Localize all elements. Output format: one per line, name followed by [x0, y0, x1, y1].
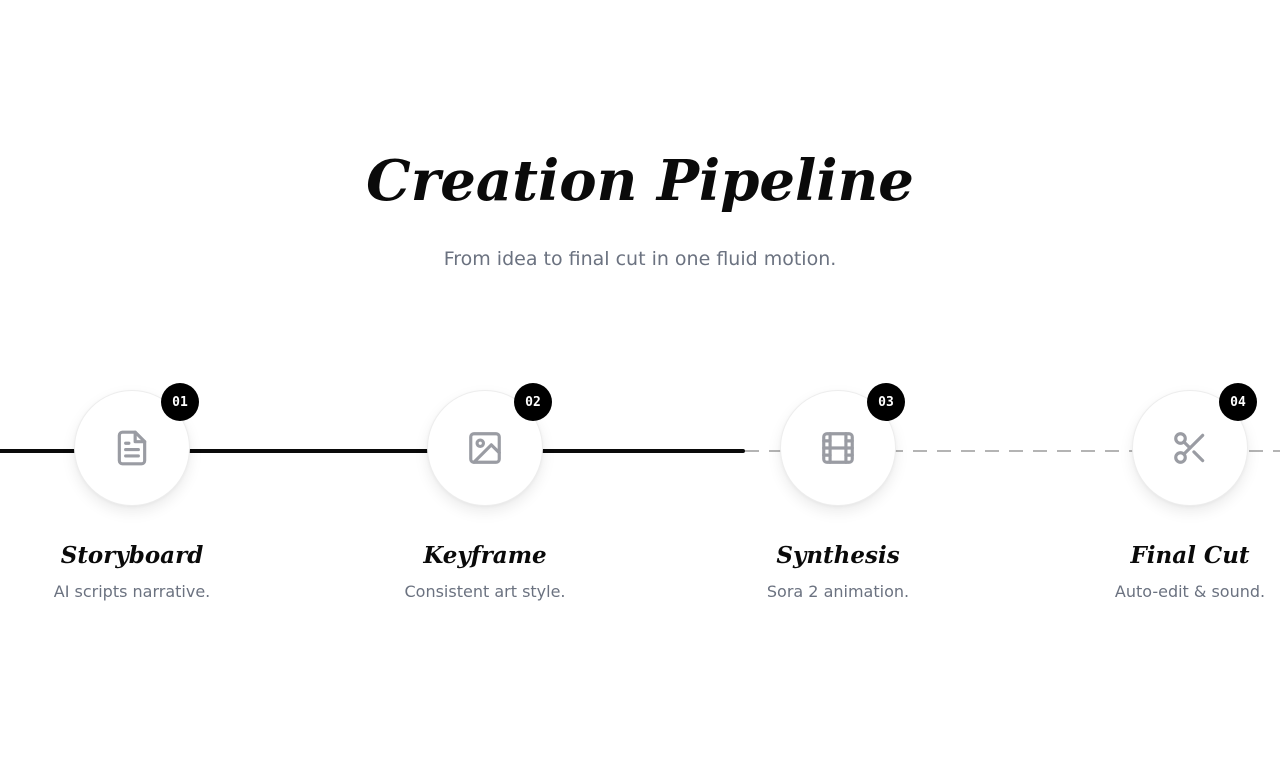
step-node: 04: [1132, 383, 1257, 506]
scissors-icon: [1174, 432, 1205, 464]
step-description: AI scripts narrative.: [53, 581, 211, 601]
progress-line-complete: [0, 449, 745, 453]
step-description: Sora 2 animation.: [766, 581, 910, 601]
step-title: Keyframe: [423, 542, 547, 569]
step-node: 01: [74, 383, 199, 506]
film-icon: [822, 432, 854, 464]
page-subtitle: From idea to final cut in one fluid moti…: [443, 248, 837, 270]
pipeline-step-storyboard: 01 Storyboard AI scripts narrative.: [12, 383, 252, 601]
step-title: Synthesis: [776, 542, 900, 569]
step-description: Auto-edit & sound.: [1114, 581, 1266, 601]
step-number-badge: 04: [1219, 383, 1257, 421]
step-node: 02: [427, 383, 552, 506]
step-number-badge: 01: [161, 383, 199, 421]
progress-line-pending: [745, 450, 1280, 452]
step-title: Storyboard: [60, 542, 204, 569]
pipeline-step-keyframe: 02 Keyframe Consistent art style.: [365, 383, 605, 601]
step-number-badge: 03: [867, 383, 905, 421]
step-node: 03: [780, 383, 905, 506]
step-title: Final Cut: [1130, 542, 1250, 569]
step-description: Consistent art style.: [404, 581, 566, 601]
document-icon: [117, 430, 147, 466]
page-title: Creation Pipeline: [366, 148, 914, 214]
pipeline-step-synthesis: 03 Synthesis Sora 2 animation.: [718, 383, 958, 601]
pipeline-step-final-cut: 04 Final Cut Auto-edit & sound.: [1070, 383, 1280, 601]
image-icon: [469, 432, 501, 464]
step-number-badge: 02: [514, 383, 552, 421]
